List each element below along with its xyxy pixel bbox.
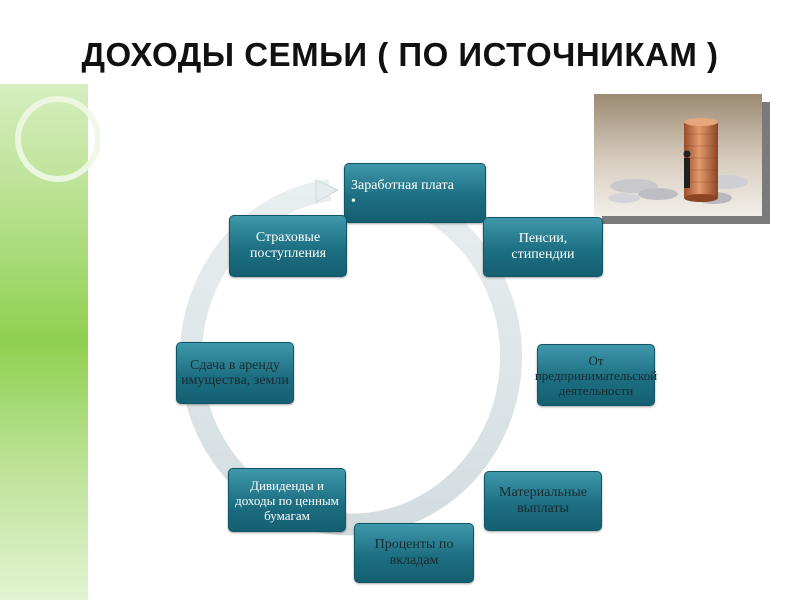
node-insurance: Страховые поступления	[229, 215, 347, 277]
node-dividends: Дивиденды и доходы по ценным бумагам	[228, 468, 346, 532]
node-dividends-label: Дивиденды и доходы по ценным бумагам	[235, 477, 339, 523]
node-interest: Проценты по вкладам	[354, 523, 474, 583]
coins-stack-icon	[594, 94, 762, 216]
node-salary-label: Заработная плата •	[351, 178, 454, 209]
node-salary: Заработная плата •	[344, 163, 486, 223]
decorative-green-band	[0, 84, 88, 600]
node-rent: Сдача в аренду имущества, земли	[176, 342, 294, 404]
coins-stack-photo	[594, 94, 762, 216]
node-material-label: Материальные выплаты	[499, 485, 587, 516]
node-interest-label: Проценты по вкладам	[374, 537, 454, 568]
node-business: От предпринимательской деятельности	[534, 344, 658, 406]
page-title: ДОХОДЫ СЕМЬИ ( ПО ИСТОЧНИКАМ )	[81, 36, 719, 73]
decorative-circle-icon	[15, 96, 100, 182]
node-insurance-label: Страховые поступления	[249, 230, 327, 261]
node-material: Материальные выплаты	[484, 471, 602, 531]
node-business-label: От предпринимательской деятельности	[534, 352, 658, 398]
node-pensions-label: Пенсии, стипендии	[511, 231, 575, 262]
node-rent-label: Сдача в аренду имущества, земли	[181, 358, 289, 388]
node-pensions: Пенсии, стипендии	[483, 217, 603, 277]
